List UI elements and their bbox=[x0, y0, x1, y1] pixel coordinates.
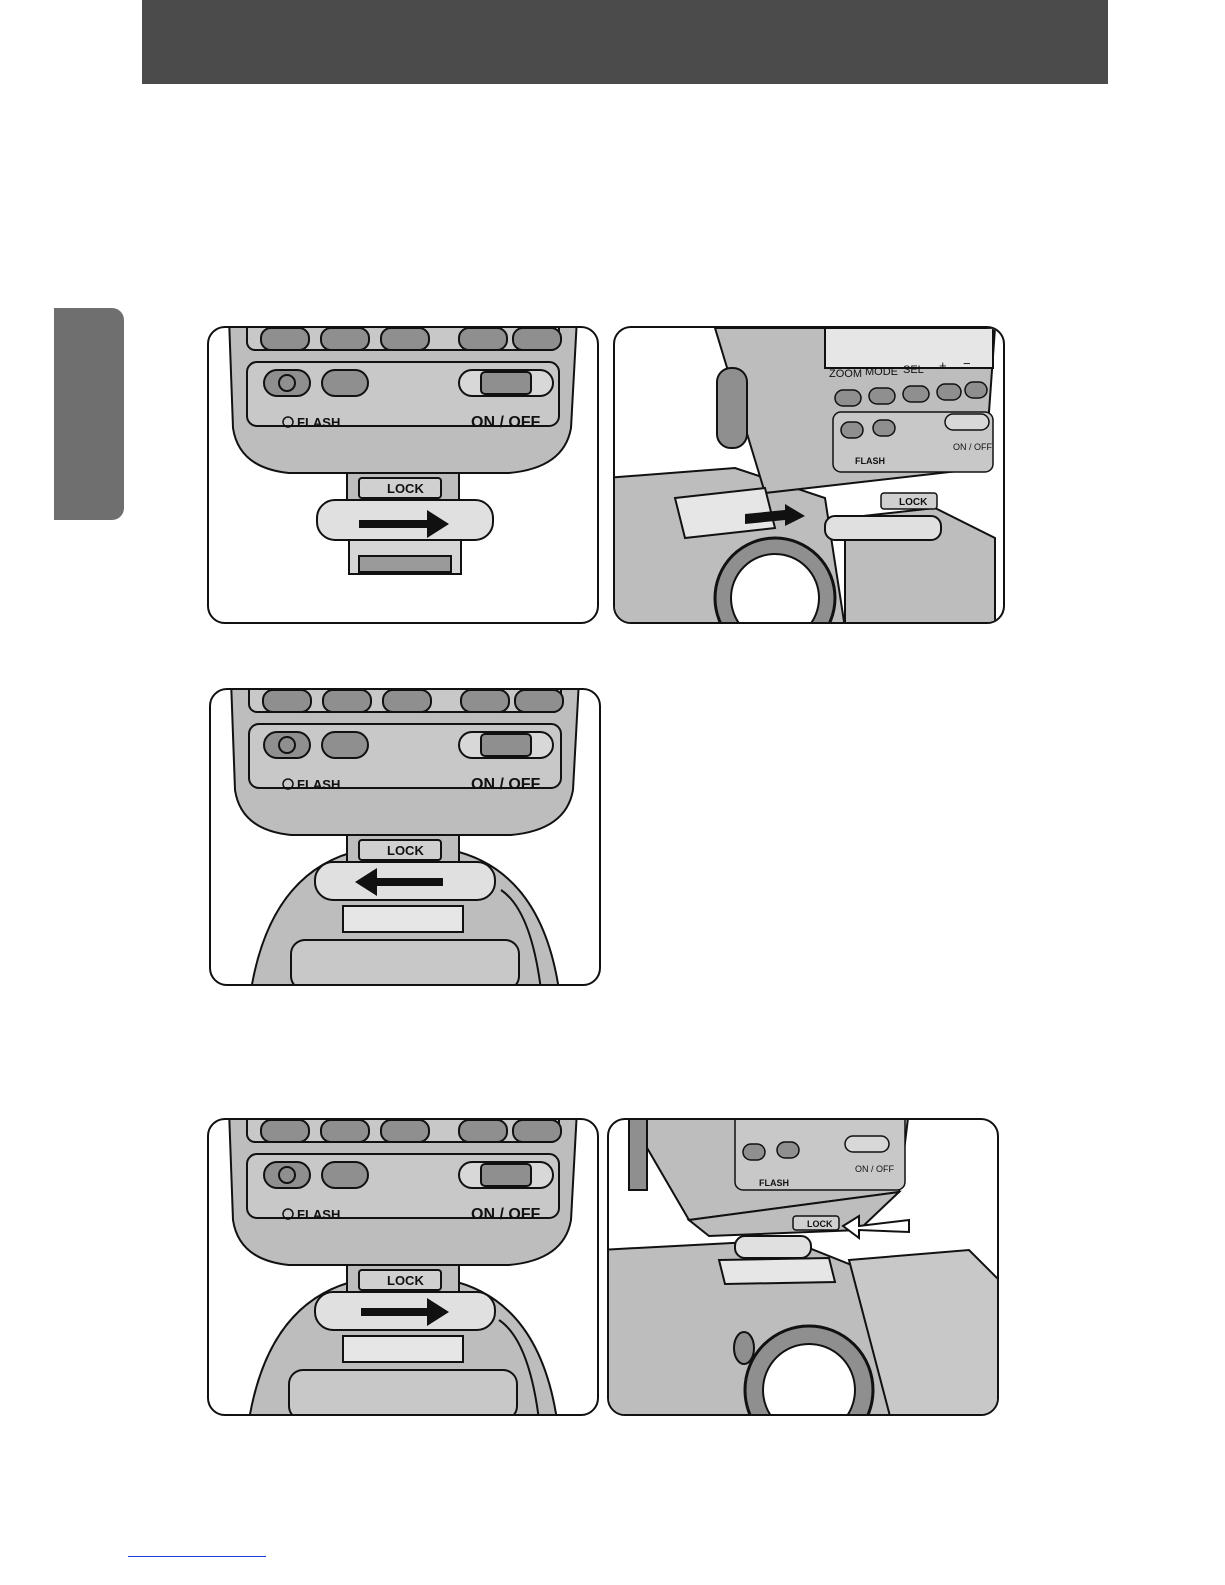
figure-lock-engaged: FLASH ON / OFF LOCK bbox=[607, 1118, 999, 1416]
sel-label: SEL bbox=[903, 364, 924, 376]
lock-label: LOCK bbox=[807, 1219, 833, 1229]
flash-label: FLASH bbox=[297, 777, 340, 792]
flash-foot-illustration: FLASH ON / OFF LOCK bbox=[209, 328, 597, 622]
figure-mount-on-camera: ZOOM MODE SEL + − FLASH ON / OFF LOCK bbox=[613, 326, 1005, 624]
flash-label: FLASH bbox=[297, 415, 340, 430]
figure-ring-tighten: FLASH ON / OFF LOCK bbox=[207, 1118, 599, 1416]
on-off-label: ON / OFF bbox=[471, 1206, 541, 1223]
plus-label: + bbox=[939, 358, 947, 373]
section-header-bar bbox=[142, 0, 1108, 84]
on-off-label: ON / OFF bbox=[855, 1164, 894, 1174]
chapter-side-tab bbox=[54, 308, 124, 520]
footnote-rule bbox=[128, 1556, 266, 1557]
flash-label: FLASH bbox=[855, 456, 885, 466]
lock-label: LOCK bbox=[387, 481, 424, 496]
ring-loosen-illustration: FLASH ON / OFF LOCK bbox=[211, 690, 599, 984]
lock-label: LOCK bbox=[387, 1273, 424, 1288]
flash-label: FLASH bbox=[297, 1207, 340, 1222]
minus-label: − bbox=[963, 356, 971, 371]
on-off-label: ON / OFF bbox=[953, 442, 992, 452]
figure-flash-foot-tighten: FLASH ON / OFF LOCK bbox=[207, 326, 599, 624]
ring-tighten-illustration: FLASH ON / OFF LOCK bbox=[209, 1120, 597, 1414]
on-off-label: ON / OFF bbox=[471, 776, 541, 793]
flash-label: FLASH bbox=[759, 1178, 789, 1188]
press-lock-arrow bbox=[843, 1216, 909, 1238]
lock-label: LOCK bbox=[387, 843, 424, 858]
zoom-label: ZOOM bbox=[829, 368, 862, 380]
mode-label: MODE bbox=[865, 366, 898, 378]
figure-ring-loosen: FLASH ON / OFF LOCK bbox=[209, 688, 601, 986]
lock-engaged-illustration: FLASH ON / OFF LOCK bbox=[609, 1120, 997, 1414]
lock-label: LOCK bbox=[899, 497, 928, 508]
on-off-label: ON / OFF bbox=[471, 414, 541, 431]
flash-mount-illustration: ZOOM MODE SEL + − FLASH ON / OFF LOCK bbox=[615, 328, 1003, 622]
